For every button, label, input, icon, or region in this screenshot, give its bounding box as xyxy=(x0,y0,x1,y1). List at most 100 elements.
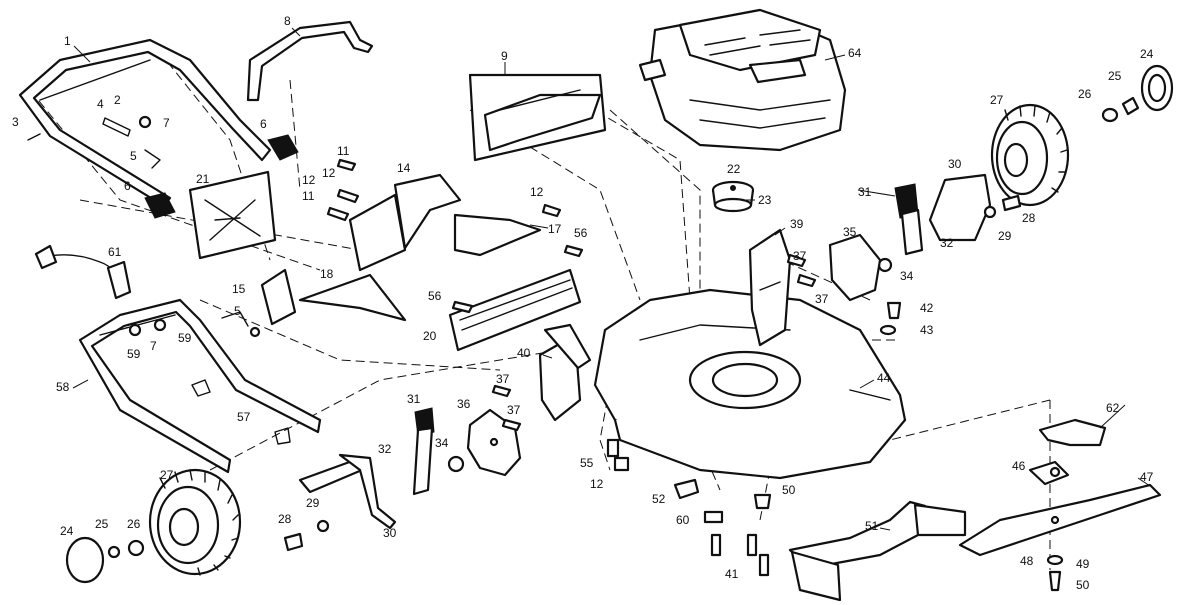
left-height-plate-part xyxy=(466,408,522,477)
callout-30-left: 30 xyxy=(383,526,397,540)
callout-58: 58 xyxy=(56,380,70,394)
callout-26-left: 26 xyxy=(127,517,141,531)
callout-12-c: 12 xyxy=(530,185,544,199)
callout-20: 20 xyxy=(423,329,437,343)
decal-part xyxy=(188,170,277,260)
callout-11-a: 11 xyxy=(337,144,350,158)
hardware-2-7 xyxy=(27,115,161,169)
callout-37-left-a: 37 xyxy=(496,372,510,386)
blade-hardware-48-49-50 xyxy=(1046,554,1064,592)
rear-door-part xyxy=(448,268,582,352)
callout-29-right: 29 xyxy=(998,229,1012,243)
callout-28-left: 28 xyxy=(278,512,292,526)
left-bracket-part xyxy=(260,268,297,326)
callout-28-right: 28 xyxy=(1022,211,1036,225)
callout-34-right: 34 xyxy=(900,269,914,283)
callout-46: 46 xyxy=(1012,459,1026,473)
callout-9: 9 xyxy=(501,49,508,63)
right-height-adjuster-part xyxy=(877,173,1022,273)
callout-57: 57 xyxy=(237,410,251,424)
engine-part xyxy=(638,8,847,152)
rear-deflector-part xyxy=(453,213,542,257)
handle-knob-part xyxy=(144,134,299,219)
callout-12-d: 12 xyxy=(590,477,604,491)
left-height-adjuster-part xyxy=(283,407,465,552)
callout-7-lower: 7 xyxy=(150,339,157,353)
callout-50-a: 50 xyxy=(782,483,796,497)
callout-6-upper: 6 xyxy=(260,117,267,131)
rear-bracket-part xyxy=(348,173,462,272)
callout-48: 48 xyxy=(1020,554,1034,568)
callout-labels: 1 8 4 2 7 3 6 5 6 21 9 64 22 23 24 25 26… xyxy=(12,14,1154,592)
callout-44: 44 xyxy=(877,371,891,385)
callout-1: 1 xyxy=(64,34,71,48)
callout-21: 21 xyxy=(196,172,210,186)
callout-25-left: 25 xyxy=(95,517,109,531)
callout-18: 18 xyxy=(320,267,334,281)
blade-adapter-part xyxy=(1028,418,1107,486)
callout-41: 41 xyxy=(725,567,739,581)
callout-11-b: 11 xyxy=(302,189,315,203)
callout-31-left: 31 xyxy=(407,392,421,406)
callout-55: 55 xyxy=(580,456,594,470)
callout-5-upper: 5 xyxy=(130,149,137,163)
callout-51: 51 xyxy=(865,519,879,533)
callout-60: 60 xyxy=(676,513,690,527)
bolts-37-42-43 xyxy=(491,253,902,472)
deck-front-bracket-part xyxy=(538,323,592,422)
clip-52 xyxy=(673,478,700,500)
callout-40: 40 xyxy=(517,346,531,360)
callout-23: 23 xyxy=(758,193,772,207)
callout-56-a: 56 xyxy=(574,226,588,240)
right-hubcap-part xyxy=(1101,64,1174,123)
lower-handle-part xyxy=(78,298,322,474)
callout-12-a: 12 xyxy=(322,166,336,180)
clip-hardware-57-59 xyxy=(128,311,291,445)
right-height-plate-part xyxy=(828,233,882,302)
callout-12-b: 12 xyxy=(302,173,316,187)
callout-43: 43 xyxy=(920,323,934,337)
left-hubcap-part xyxy=(65,536,145,584)
callout-7-upper: 7 xyxy=(163,116,170,130)
callout-36: 36 xyxy=(457,397,471,411)
callout-39: 39 xyxy=(790,217,804,231)
callout-24-left: 24 xyxy=(60,524,74,538)
control-cable-part xyxy=(34,244,132,300)
callout-37-right-a: 37 xyxy=(793,249,807,263)
callout-29-left: 29 xyxy=(306,496,320,510)
callout-3: 3 xyxy=(12,115,19,129)
baffle-part xyxy=(788,500,967,602)
callout-27-right: 27 xyxy=(990,93,1004,107)
callout-56-b: 56 xyxy=(428,289,442,303)
callout-4: 4 xyxy=(97,97,104,111)
callout-62: 62 xyxy=(1106,401,1120,415)
callout-25-right: 25 xyxy=(1108,69,1122,83)
callout-30-right: 30 xyxy=(948,157,962,171)
callout-32-right: 32 xyxy=(940,236,954,250)
callout-24-right: 24 xyxy=(1140,47,1154,61)
callout-35: 35 xyxy=(843,225,857,239)
callout-27-left: 27 xyxy=(160,468,174,482)
callout-32-left: 32 xyxy=(378,442,392,456)
shift-rod-part xyxy=(246,20,374,102)
callout-8: 8 xyxy=(284,14,291,28)
blade-part xyxy=(958,483,1162,557)
callout-2: 2 xyxy=(114,93,121,107)
callout-64: 64 xyxy=(848,46,862,60)
callout-6-lower: 6 xyxy=(124,179,131,193)
callout-52: 52 xyxy=(652,492,666,506)
callout-17: 17 xyxy=(548,222,562,236)
callout-49: 49 xyxy=(1076,557,1090,571)
washer-60-bolts-41 xyxy=(703,493,772,577)
bag-box-part xyxy=(468,73,607,162)
pulley-part xyxy=(711,180,755,213)
callout-61: 61 xyxy=(108,245,122,259)
callout-59-b: 59 xyxy=(178,331,192,345)
callout-34-left: 34 xyxy=(435,436,449,450)
callout-42: 42 xyxy=(920,301,934,315)
bolts-11-12-56 xyxy=(326,158,584,314)
callout-47: 47 xyxy=(1140,470,1154,484)
callout-37-left-b: 37 xyxy=(507,403,521,417)
callout-22: 22 xyxy=(727,162,741,176)
callout-14: 14 xyxy=(397,161,411,175)
